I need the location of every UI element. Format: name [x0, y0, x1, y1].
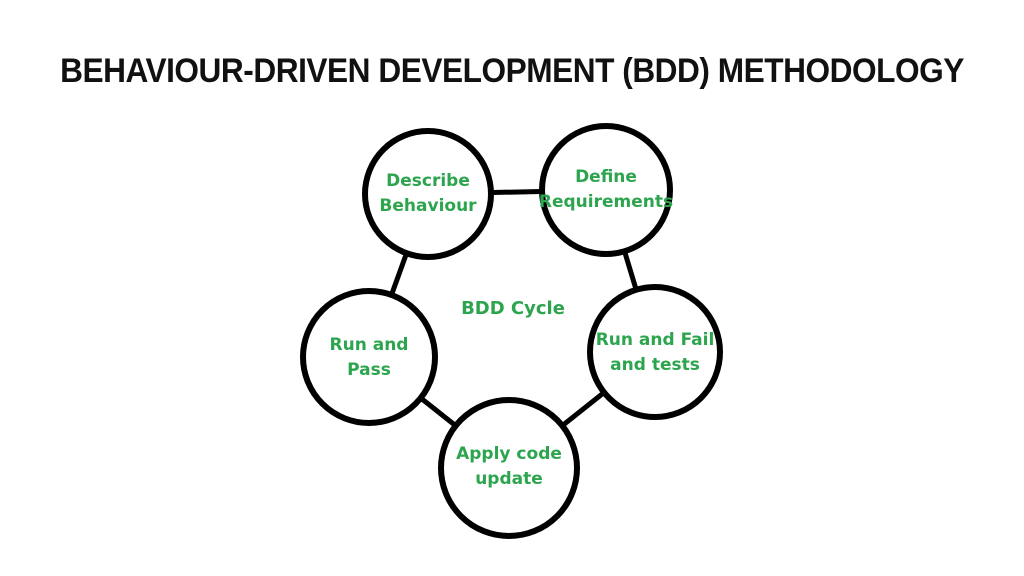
node-label-run-and-fail-and-tests: Run and Fail and tests: [570, 328, 740, 378]
node-label-line: Run and Fail: [595, 330, 715, 350]
cycle-center-label: BDD Cycle: [461, 298, 565, 319]
node-circle-run-and-pass: [300, 288, 438, 426]
node-circle-apply-code-update: [438, 397, 580, 539]
node-label-line: update: [475, 469, 543, 489]
node-label-line: Define: [575, 167, 637, 187]
node-label-line: Pass: [347, 360, 391, 380]
node-label-line: Behaviour: [379, 196, 477, 216]
node-label-line: and tests: [610, 355, 700, 375]
node-label-define-requirements: Define Requirements: [521, 165, 691, 215]
node-label-line: Describe: [386, 171, 470, 191]
node-circle-define-requirements: [539, 123, 673, 257]
node-label-line: Requirements: [538, 192, 674, 212]
node-label-apply-code-update: Apply code update: [424, 442, 594, 492]
node-circle-describe-behaviour: [362, 128, 494, 260]
node-label-line: Run and: [329, 335, 409, 355]
node-label-run-and-pass: Run and Pass: [284, 333, 454, 383]
node-label-describe-behaviour: Describe Behaviour: [343, 169, 513, 219]
page-title: BEHAVIOUR-DRIVEN DEVELOPMENT (BDD) METHO…: [60, 52, 964, 90]
node-circle-run-and-fail-and-tests: [587, 284, 723, 420]
node-label-line: Apply code: [456, 444, 562, 464]
